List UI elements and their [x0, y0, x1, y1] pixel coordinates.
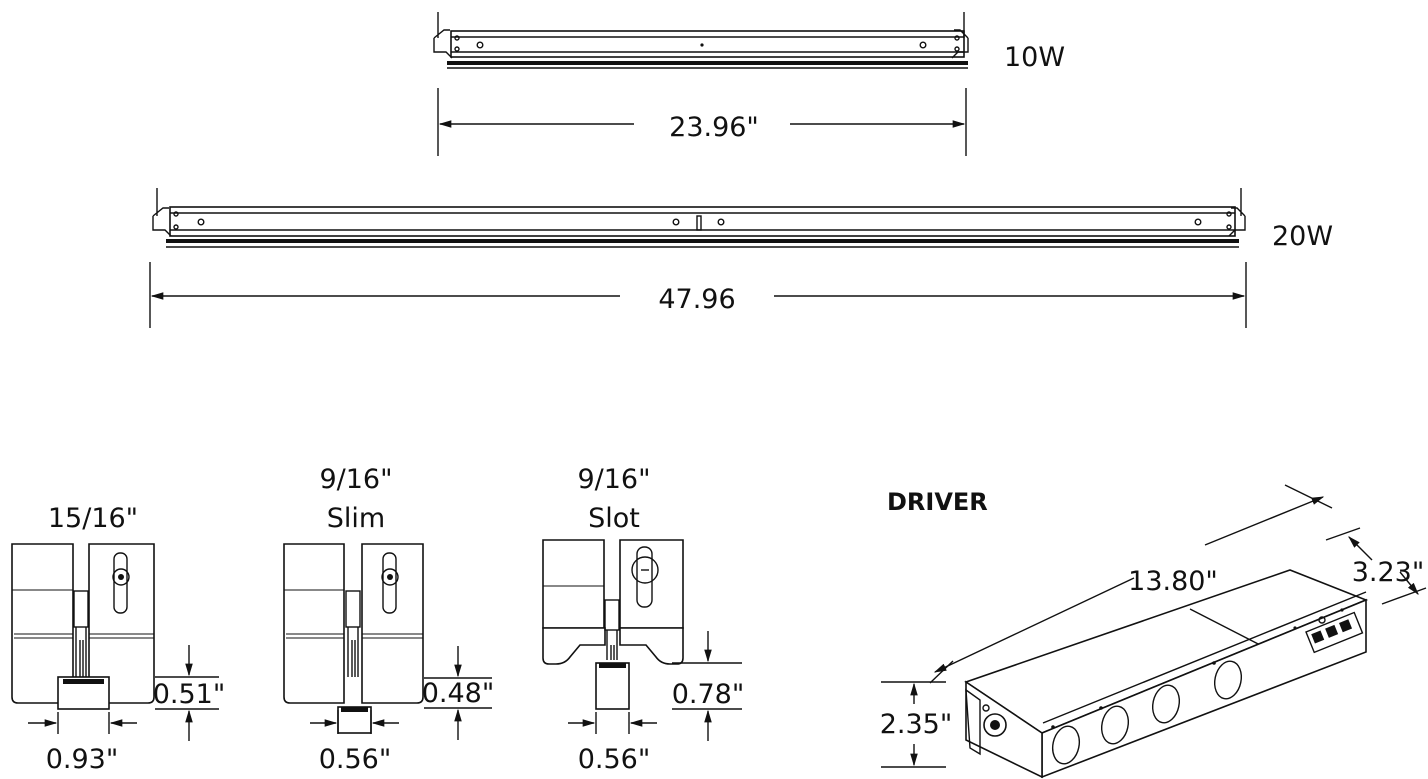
- profile-9-16-slot-title-line2: Slot: [588, 503, 640, 534]
- driver-title: DRIVER: [887, 488, 988, 516]
- profile-15-16-drawing: [11, 543, 155, 710]
- profile-9-16-slim-width-label: 0.56": [319, 744, 392, 775]
- fixture-10w-length-dimension: [437, 88, 967, 156]
- driver-drawing: [964, 569, 1369, 779]
- fixture-10w-length-label: 23.96": [669, 112, 759, 143]
- fixture-10w-watt-label: 10W: [1004, 42, 1065, 73]
- driver-height-label: 2.35": [880, 709, 953, 740]
- profile-9-16-slot-drawing: [542, 539, 684, 710]
- driver-length-dimension: [929, 484, 1333, 684]
- fixture-20w-length-label: 47.96: [658, 284, 735, 315]
- profile-15-16-height-label: 0.51": [153, 679, 226, 710]
- profile-9-16-slim-drawing: [283, 543, 424, 734]
- profile-9-16-slot-title-line1: 9/16": [577, 464, 650, 495]
- profile-15-16-width-label: 0.93": [46, 744, 119, 775]
- profile-9-16-slim-title-line2: Slim: [327, 503, 385, 534]
- profile-9-16-slot-width-dimension: [568, 712, 657, 734]
- profile-9-16-slot-height-dimension: [672, 631, 742, 741]
- profile-9-16-slim-height-dimension: [424, 646, 492, 740]
- profile-15-16-title: 15/16": [48, 503, 138, 534]
- driver-height-dimension: [881, 681, 946, 768]
- profile-9-16-slim-height-label: 0.48": [422, 678, 495, 709]
- driver-depth-dimension: [1325, 527, 1427, 605]
- fixture-20w-drawing: [152, 188, 1246, 248]
- profile-9-16-slim-width-dimension: [310, 710, 399, 734]
- driver-length-label: 13.80": [1128, 566, 1218, 597]
- profile-9-16-slot-height-label: 0.78": [672, 679, 745, 710]
- profile-15-16-height-dimension: [155, 645, 219, 741]
- driver-depth-label: 3.23": [1352, 557, 1425, 588]
- fixture-10w-drawing: [433, 12, 969, 69]
- profile-15-16-width-dimension: [28, 712, 137, 734]
- profile-9-16-slim-title-line1: 9/16": [319, 464, 392, 495]
- fixture-20w-length-dimension: [149, 262, 1247, 328]
- fixture-20w-watt-label: 20W: [1272, 221, 1333, 252]
- profile-9-16-slot-width-label: 0.56": [578, 744, 651, 775]
